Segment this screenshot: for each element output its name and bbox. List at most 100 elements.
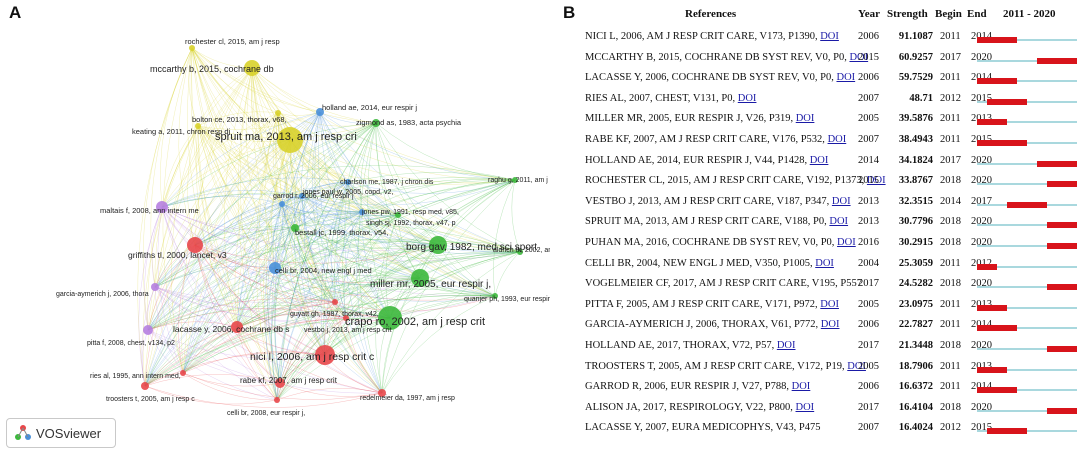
network-edge [334, 244, 439, 303]
network-edge [182, 139, 291, 374]
strength-cell: 16.4104 [898, 401, 933, 413]
network-node[interactable] [316, 108, 324, 116]
network-node[interactable] [343, 315, 349, 321]
network-node[interactable] [231, 321, 243, 333]
network-edge [236, 288, 496, 328]
doi-link[interactable]: DOI [820, 298, 839, 310]
network-node[interactable] [180, 370, 186, 376]
burst-timeline [977, 428, 1077, 435]
doi-link[interactable]: DOI [849, 51, 869, 63]
strength-cell: 30.7796 [898, 216, 933, 228]
network-edge [347, 181, 521, 253]
strength-cell: 21.3448 [898, 340, 933, 351]
network-node[interactable] [517, 249, 523, 255]
network-node[interactable] [141, 382, 149, 390]
network-node[interactable] [395, 212, 401, 218]
year-cell: 2005 [858, 360, 879, 372]
network-node[interactable] [151, 283, 159, 291]
network-edge [281, 203, 399, 220]
end-cell: 2014 [971, 319, 992, 330]
doi-link[interactable]: DOI [795, 401, 815, 413]
network-edge [251, 67, 516, 181]
network-node-label: jones paul w, 2005, copd, v2, [302, 189, 393, 196]
network-node[interactable] [315, 345, 335, 365]
burst-segment-inactive [1027, 327, 1037, 330]
burst-segment-inactive [1007, 121, 1017, 124]
strength-cell: 91.1087 [898, 31, 933, 42]
network-node[interactable] [143, 325, 153, 335]
network-node[interactable] [299, 193, 305, 199]
table-row: MCCARTHY B, 2015, COCHRANE DB SYST REV, … [585, 49, 1080, 69]
doi-link[interactable]: DOI [820, 319, 840, 331]
doi-link[interactable]: DOI [737, 92, 757, 104]
doi-link[interactable]: DOI [836, 72, 856, 84]
network-edge [154, 286, 383, 394]
network-node[interactable] [187, 237, 203, 253]
burst-segment-inactive [977, 100, 987, 103]
network-node[interactable] [359, 209, 365, 215]
network-node[interactable] [332, 299, 338, 305]
burst-timeline [977, 387, 1077, 394]
network-edge [381, 277, 421, 394]
network-node[interactable] [275, 378, 285, 388]
network-edge [240, 67, 281, 384]
doi-link[interactable]: DOI [791, 381, 811, 393]
doi-link[interactable]: DOI [829, 216, 849, 228]
network-node[interactable] [195, 123, 201, 129]
table-row: HOLLAND AE, 2014, EUR RESPIR J, V44, P14… [585, 152, 1080, 172]
network-node[interactable] [244, 60, 260, 76]
network-edge [197, 125, 496, 297]
network-node[interactable] [274, 397, 280, 403]
reference-cell: HOLLAND AE, 2014, EUR RESPIR J, V44, P14… [585, 155, 828, 166]
network-edge [191, 47, 321, 113]
network-node[interactable] [411, 269, 429, 287]
network-node[interactable] [277, 127, 303, 153]
network-node[interactable] [279, 201, 285, 207]
doi-link[interactable]: DOI [820, 31, 839, 42]
doi-link[interactable]: DOI [795, 113, 815, 125]
burst-segment-inactive [1017, 327, 1027, 330]
doi-link[interactable]: DOI [831, 195, 851, 207]
burst-segment-active [1007, 201, 1017, 208]
network-edge [289, 139, 399, 216]
network-node[interactable] [291, 224, 299, 232]
doi-link[interactable]: DOI [847, 360, 866, 372]
burst-segment-active [1047, 407, 1057, 414]
burst-segment-inactive [1007, 162, 1017, 165]
network-edge [197, 125, 281, 384]
doi-link[interactable]: DOI [809, 154, 829, 166]
doi-link[interactable]: DOI [776, 340, 796, 351]
network-edge [246, 67, 276, 269]
burst-segment-inactive [977, 245, 987, 247]
network-node-label: raghu g, 2011, am j resp crit [488, 177, 550, 184]
network-node[interactable] [429, 236, 447, 254]
network-node[interactable] [275, 110, 281, 116]
network-node[interactable] [512, 177, 518, 183]
network-edge [276, 388, 383, 401]
network-edge [347, 181, 391, 319]
burst-segment-inactive [1057, 265, 1067, 268]
doi-link[interactable]: DOI [837, 237, 856, 248]
network-node[interactable] [345, 179, 351, 185]
end-cell: 2014 [971, 31, 992, 42]
begin-cell: 2018 [940, 175, 961, 187]
network-edge [182, 372, 383, 400]
burst-segment-inactive [977, 430, 987, 433]
network-node[interactable] [189, 45, 195, 51]
network-node[interactable] [492, 293, 498, 299]
network-edge [281, 111, 321, 205]
network-edge [191, 47, 421, 279]
doi-link[interactable]: DOI [815, 257, 834, 269]
network-edge [319, 111, 377, 124]
doi-link[interactable]: DOI [827, 134, 847, 145]
network-node[interactable] [378, 389, 386, 397]
strength-cell: 59.7529 [898, 72, 933, 84]
network-node[interactable] [156, 201, 168, 213]
network-edge [197, 125, 439, 246]
network-node[interactable] [372, 119, 380, 127]
year-cell: 2014 [858, 154, 879, 166]
network-node[interactable] [269, 262, 281, 274]
network-node[interactable] [378, 306, 402, 330]
doi-link[interactable]: DOI [866, 175, 886, 187]
network-edge [347, 181, 496, 297]
